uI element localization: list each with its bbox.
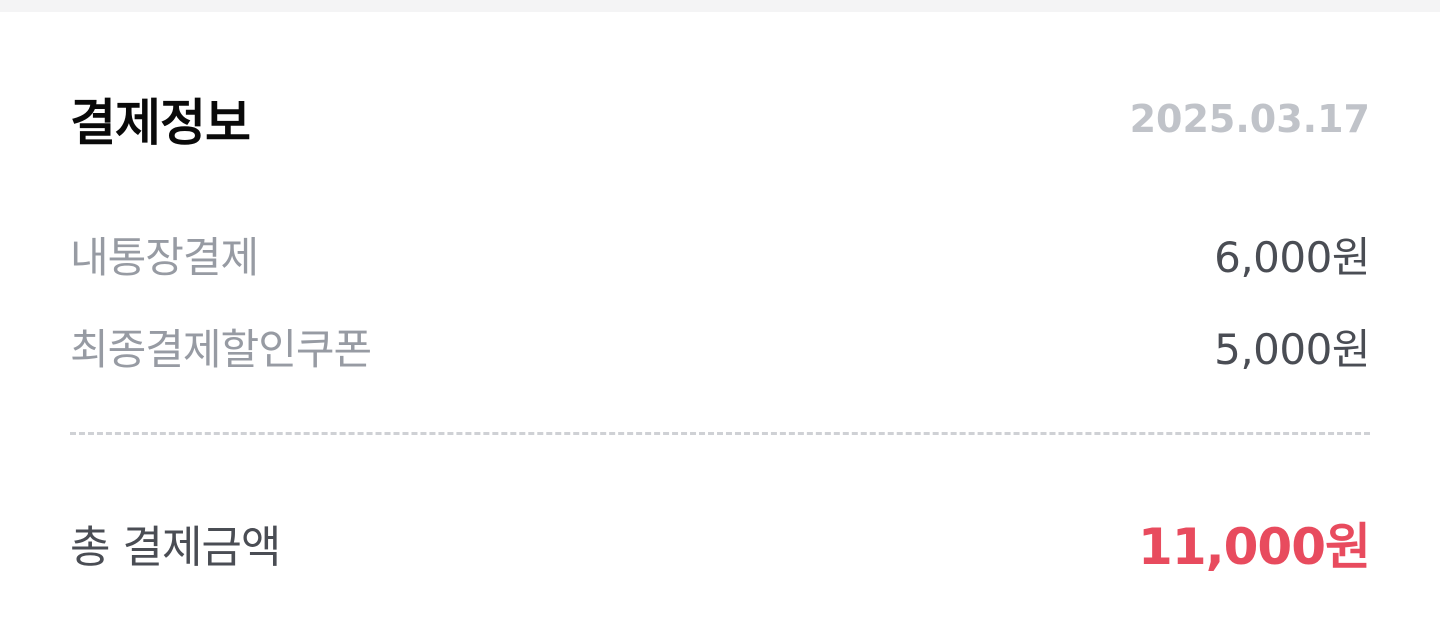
dashed-divider	[70, 432, 1370, 435]
total-payment-row: 총 결제금액 11,000원	[70, 508, 1371, 578]
payment-row-label: 내통장결제	[70, 232, 259, 282]
payment-row-label: 최종결제할인쿠폰	[70, 324, 372, 374]
page-title: 결제정보	[70, 94, 251, 152]
payment-date: 2025.03.17	[1129, 97, 1370, 141]
payment-row-bank-transfer: 내통장결제 6,000원	[70, 224, 1370, 284]
top-gap	[0, 0, 1440, 12]
payment-info-header: 결제정보 2025.03.17	[70, 84, 1370, 154]
payment-row-value: 6,000원	[1214, 232, 1370, 282]
total-payment-value: 11,000원	[1138, 518, 1371, 576]
payment-row-coupon: 최종결제할인쿠폰 5,000원	[70, 316, 1370, 376]
payment-info-card: 결제정보 2025.03.17 내통장결제 6,000원 최종결제할인쿠폰 5,…	[0, 12, 1440, 642]
total-payment-label: 총 결제금액	[70, 522, 281, 573]
payment-row-value: 5,000원	[1214, 324, 1370, 374]
